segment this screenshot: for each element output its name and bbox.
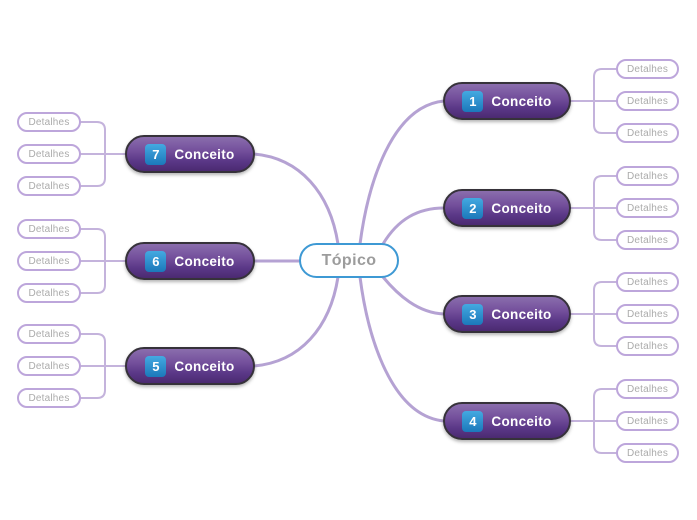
detail-node-2-2[interactable]: Detalhes <box>616 198 679 218</box>
branch-curve-1 <box>358 99 446 246</box>
concept-label: Conceito <box>491 200 552 216</box>
detail-label: Detalhes <box>626 340 669 352</box>
detail-label: Detalhes <box>28 116 70 128</box>
detail-label: Detalhes <box>28 148 70 160</box>
detail-node-3-3[interactable]: Detalhes <box>616 336 679 356</box>
detail-connector-3-top <box>593 281 617 315</box>
detail-label: Detalhes <box>626 308 669 320</box>
detail-node-4-3[interactable]: Detalhes <box>616 443 679 463</box>
detail-label: Detalhes <box>626 276 669 288</box>
detail-connector-2-bottom <box>593 207 617 241</box>
detail-connector-1-top <box>593 68 617 102</box>
detail-label: Detalhes <box>28 360 70 372</box>
detail-connector-6-top <box>80 228 106 262</box>
detail-connector-4-bottom <box>593 420 617 454</box>
detail-connector-1-bottom <box>593 100 617 134</box>
concept-node-3[interactable]: 3 Conceito <box>443 295 571 333</box>
concept-label: Conceito <box>174 146 235 162</box>
branch-number-badge: 2 <box>462 197 484 219</box>
detail-label: Detalhes <box>28 392 70 404</box>
detail-node-1-2[interactable]: Detalhes <box>616 91 679 111</box>
concept-label: Conceito <box>491 93 552 109</box>
branch-number-badge: 7 <box>145 143 167 165</box>
detail-node-3-1[interactable]: Detalhes <box>616 272 679 292</box>
topic-label: Tópico <box>321 251 377 269</box>
detail-node-2-1[interactable]: Detalhes <box>616 166 679 186</box>
detail-node-7-3[interactable]: Detalhes <box>17 176 81 196</box>
detail-label: Detalhes <box>28 223 70 235</box>
branch-number-badge: 1 <box>462 90 484 112</box>
detail-label: Detalhes <box>626 202 669 214</box>
detail-node-6-1[interactable]: Detalhes <box>17 219 81 239</box>
detail-connector-6-bottom <box>80 260 106 294</box>
detail-label: Detalhes <box>626 170 669 182</box>
detail-node-3-2[interactable]: Detalhes <box>616 304 679 324</box>
detail-node-4-1[interactable]: Detalhes <box>616 379 679 399</box>
detail-label: Detalhes <box>626 383 669 395</box>
detail-connector-3-bottom <box>593 313 617 347</box>
detail-label: Detalhes <box>28 328 70 340</box>
detail-label: Detalhes <box>626 95 669 107</box>
detail-node-2-3[interactable]: Detalhes <box>616 230 679 250</box>
branch-curve-5 <box>252 275 340 368</box>
branch-number-badge: 3 <box>462 303 484 325</box>
detail-connector-5-top <box>80 333 106 367</box>
branch-curve-4 <box>358 275 446 423</box>
detail-connector-7-top <box>80 121 106 155</box>
detail-node-7-2[interactable]: Detalhes <box>17 144 81 164</box>
concept-label: Conceito <box>491 306 552 322</box>
detail-label: Detalhes <box>626 234 669 246</box>
concept-node-1[interactable]: 1 Conceito <box>443 82 571 120</box>
detail-label: Detalhes <box>28 287 70 299</box>
branch-curve-2 <box>381 206 446 246</box>
detail-node-6-2[interactable]: Detalhes <box>17 251 81 271</box>
detail-node-4-2[interactable]: Detalhes <box>616 411 679 431</box>
detail-node-5-1[interactable]: Detalhes <box>17 324 81 344</box>
branch-number-badge: 4 <box>462 410 484 432</box>
concept-node-2[interactable]: 2 Conceito <box>443 189 571 227</box>
branch-curve-3 <box>381 275 446 316</box>
topic-node[interactable]: Tópico <box>299 243 399 278</box>
detail-connector-4-top <box>593 388 617 422</box>
detail-label: Detalhes <box>626 447 669 459</box>
detail-label: Detalhes <box>28 255 70 267</box>
detail-label: Detalhes <box>626 127 669 139</box>
concept-label: Conceito <box>491 413 552 429</box>
detail-node-1-1[interactable]: Detalhes <box>616 59 679 79</box>
detail-node-5-3[interactable]: Detalhes <box>17 388 81 408</box>
concept-node-6[interactable]: 6 Conceito <box>125 242 255 280</box>
concept-node-5[interactable]: 5 Conceito <box>125 347 255 385</box>
detail-label: Detalhes <box>28 180 70 192</box>
branch-number-badge: 6 <box>145 250 167 272</box>
branch-number-badge: 5 <box>145 355 167 377</box>
concept-node-7[interactable]: 7 Conceito <box>125 135 255 173</box>
detail-connector-5-bottom <box>80 365 106 399</box>
detail-label: Detalhes <box>626 415 669 427</box>
detail-node-5-2[interactable]: Detalhes <box>17 356 81 376</box>
detail-connector-2-top <box>593 175 617 209</box>
concept-node-4[interactable]: 4 Conceito <box>443 402 571 440</box>
concept-label: Conceito <box>174 358 235 374</box>
detail-connector-7-bottom <box>80 153 106 187</box>
detail-label: Detalhes <box>626 63 669 75</box>
detail-node-7-1[interactable]: Detalhes <box>17 112 81 132</box>
concept-label: Conceito <box>174 253 235 269</box>
branch-curve-7 <box>252 152 340 246</box>
detail-node-1-3[interactable]: Detalhes <box>616 123 679 143</box>
detail-node-6-3[interactable]: Detalhes <box>17 283 81 303</box>
